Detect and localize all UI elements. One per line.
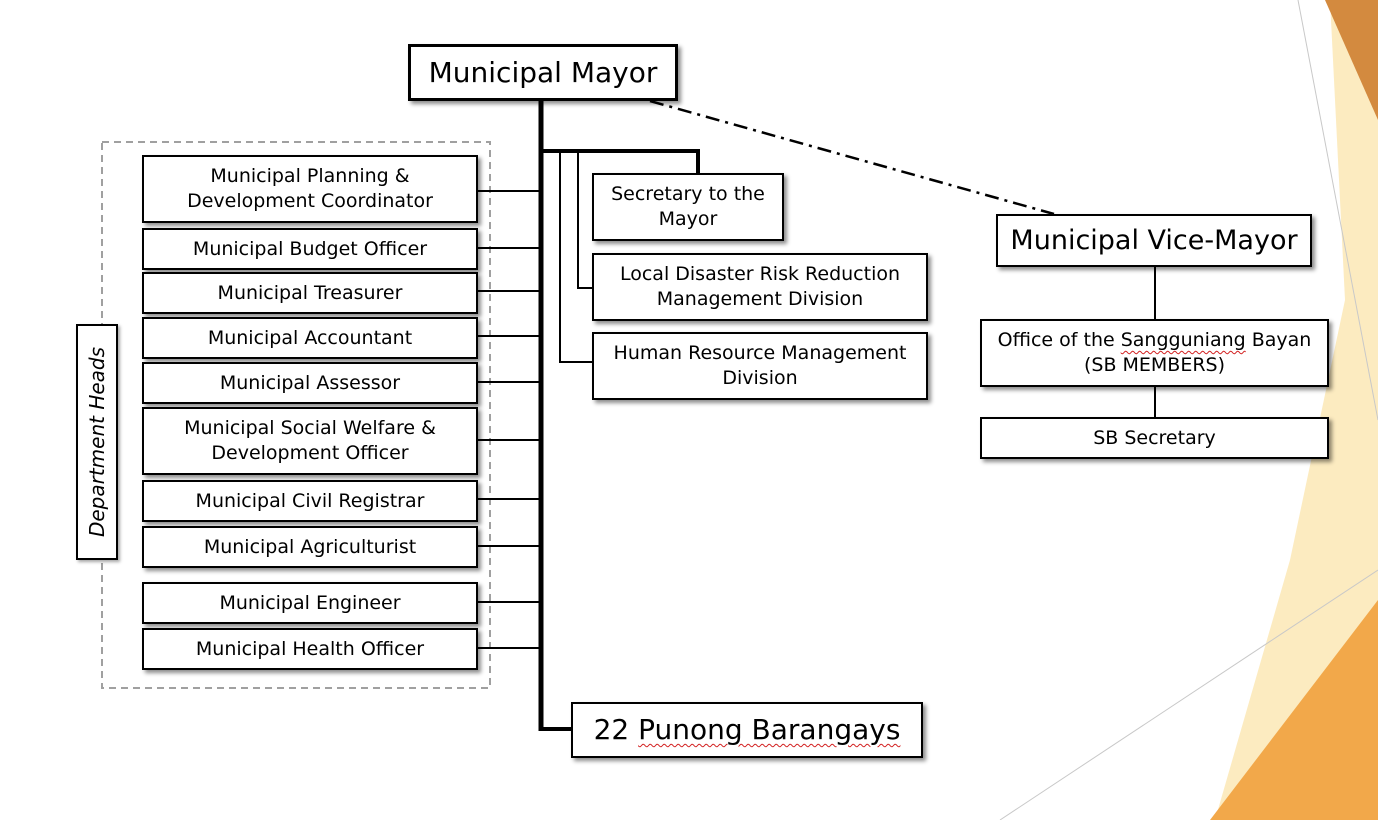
sangguniang-suffix: Bayan: [1245, 329, 1312, 351]
punong-barangays-label: 22 Punong Barangays: [594, 713, 901, 747]
department-head-box: Municipal Treasurer: [142, 272, 478, 314]
department-head-box: Municipal Accountant: [142, 317, 478, 359]
department-head-box: Municipal Assessor: [142, 362, 478, 404]
punong-barangays-box: 22 Punong Barangays: [571, 702, 923, 758]
department-head-box: Municipal Budget Officer: [142, 228, 478, 270]
sangguniang-bayan-line2: (SB MEMBERS): [1083, 354, 1226, 376]
sangguniang-bayan-line1: Office of the Sangguniang Bayan: [998, 328, 1312, 353]
hrm-division-box: Human Resource Management Division: [592, 332, 928, 400]
department-heads-label: Department Heads: [76, 324, 118, 560]
department-head-label: Municipal Treasurer: [217, 281, 403, 304]
municipal-mayor-box: Municipal Mayor: [408, 44, 678, 101]
barangay-count: 22: [593, 713, 630, 746]
department-heads-group-border: [101, 141, 491, 689]
municipal-mayor-label: Municipal Mayor: [428, 55, 658, 89]
decor-accent-orange: [1210, 600, 1378, 820]
decor-thin-line-2: [999, 569, 1378, 820]
hrm-division-label: Human Resource Management Division: [613, 342, 907, 389]
department-head-box: Municipal Health Officer: [142, 628, 478, 670]
staff-office-connectors: [541, 149, 700, 363]
sangguniang-term: Sangguniang: [1120, 329, 1246, 351]
secretary-to-mayor-box: Secretary to the Mayor: [592, 173, 784, 241]
barangay-term: Punong Barangays: [638, 713, 901, 746]
department-head-box: Municipal Civil Registrar: [142, 480, 478, 522]
department-head-label: Municipal Planning & Development Coordin…: [187, 165, 433, 212]
department-head-label: Municipal Agriculturist: [203, 535, 417, 558]
department-head-label: Municipal Civil Registrar: [195, 489, 425, 512]
department-head-box: Municipal Planning & Development Coordin…: [142, 155, 478, 223]
sangguniang-bayan-box: Office of the Sangguniang Bayan (SB MEMB…: [980, 319, 1329, 387]
department-heads-label-text: Department Heads: [85, 346, 109, 538]
department-head-connectors: [476, 190, 541, 649]
sb-secretary-label: SB Secretary: [1093, 426, 1216, 449]
department-head-label: Municipal Budget Officer: [192, 237, 428, 260]
decor-accent-dark: [1325, 0, 1378, 120]
mayor-vice-mayor-dashdot-line: [649, 99, 1055, 216]
decor-thin-line-1: [1297, 0, 1378, 421]
department-head-label: Municipal Health Officer: [195, 637, 425, 660]
department-head-box: Municipal Social Welfare & Development O…: [142, 407, 478, 475]
secretary-to-mayor-label: Secretary to the Mayor: [611, 183, 765, 230]
decor-accent-light: [1215, 0, 1378, 820]
department-head-label: Municipal Social Welfare & Development O…: [184, 417, 436, 464]
ldrrm-division-box: Local Disaster Risk Reduction Management…: [592, 253, 928, 321]
department-head-box: Municipal Engineer: [142, 582, 478, 624]
municipal-vice-mayor-label: Municipal Vice-Mayor: [1010, 224, 1298, 256]
department-head-box: Municipal Agriculturist: [142, 526, 478, 568]
department-head-label: Municipal Accountant: [207, 326, 413, 349]
municipal-vice-mayor-box: Municipal Vice-Mayor: [996, 214, 1312, 267]
sangguniang-prefix: Office of the: [997, 329, 1121, 351]
department-head-label: Municipal Engineer: [219, 591, 401, 614]
sb-secretary-box: SB Secretary: [980, 417, 1329, 459]
department-head-label: Municipal Assessor: [219, 371, 401, 394]
ldrrm-division-label: Local Disaster Risk Reduction Management…: [619, 263, 901, 310]
